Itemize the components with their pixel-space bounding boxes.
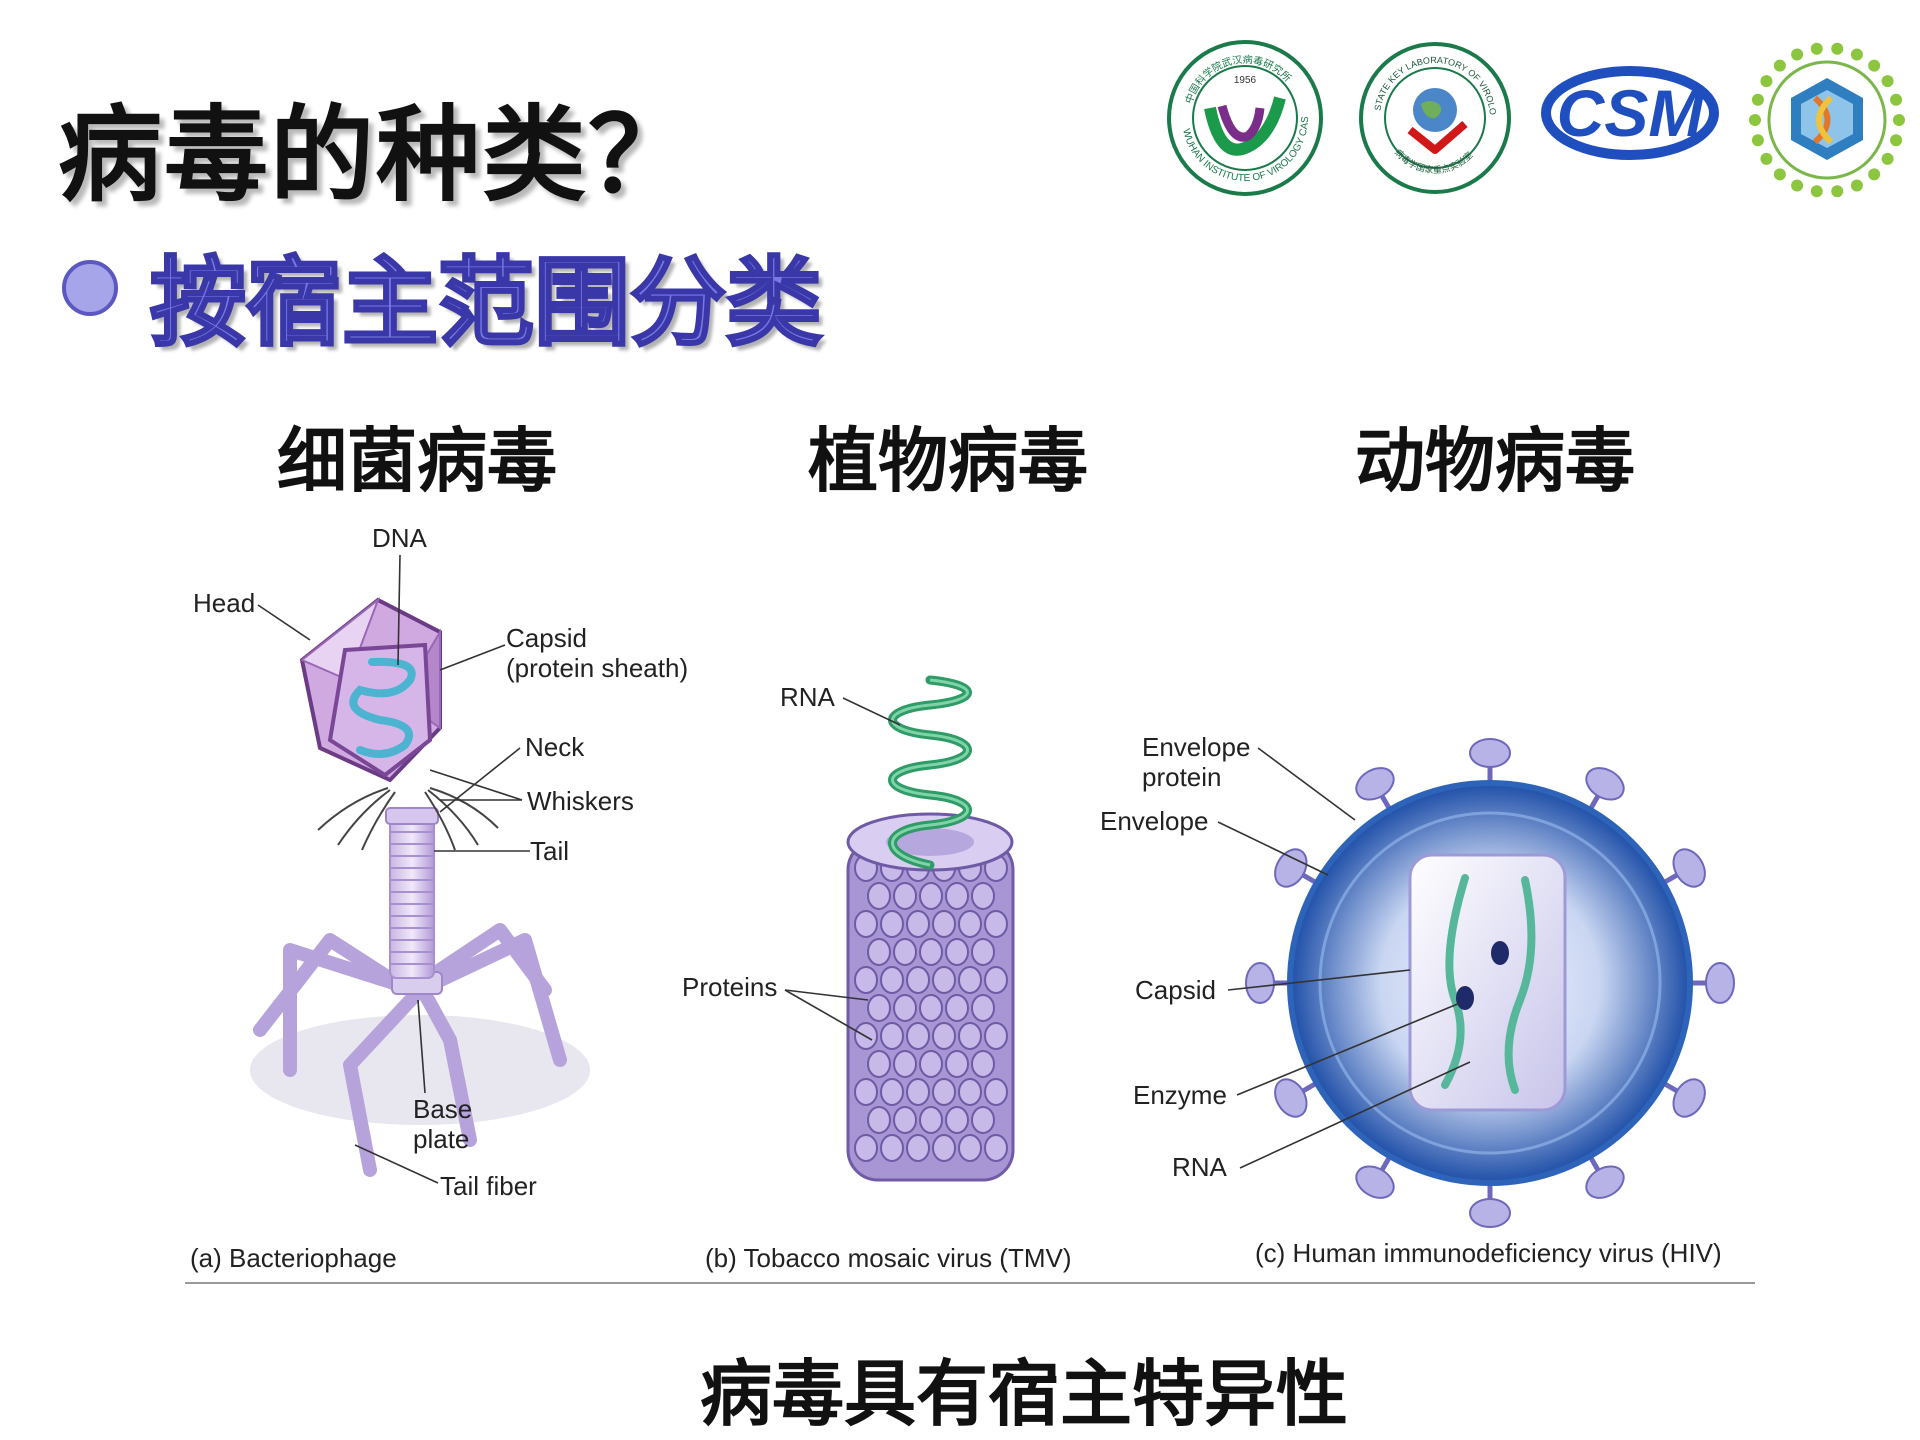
label-envelope: Envelope <box>1100 806 1208 836</box>
label-envelope-protein-2: protein <box>1142 762 1222 792</box>
label-tmv-rna: RNA <box>780 682 836 712</box>
label-neck: Neck <box>525 732 585 762</box>
label-hiv-rna: RNA <box>1172 1152 1228 1182</box>
label-dna: DNA <box>372 523 428 553</box>
label-capsid: Capsid <box>506 623 587 653</box>
hiv-illustration: Envelope protein Envelope Capsid Enzyme … <box>1100 732 1735 1268</box>
label-tail-fiber: Tail fiber <box>440 1171 537 1201</box>
label-whiskers: Whiskers <box>527 786 634 816</box>
category-animal-virus: 动物病毒 <box>1355 420 1635 502</box>
label-tail: Tail <box>530 836 569 866</box>
label-hiv-capsid: Capsid <box>1135 975 1216 1005</box>
wuhan-institute-logo: 中国科学院武汉病毒研究所 WUHAN INSTITUTE OF VIROLOGY… <box>1167 40 1323 196</box>
bullet-heading: 按宿主范围分类 <box>149 246 824 361</box>
caption-tmv: (b) Tobacco mosaic virus (TMV) <box>705 1243 1072 1273</box>
conclusion-text: 病毒具有宿主特异性 <box>700 1352 1349 1436</box>
tmv-illustration: RNA Proteins (b) Tobacco mosaic virus (T… <box>682 675 1072 1273</box>
label-plate: plate <box>413 1124 469 1154</box>
csm-logo: CSM <box>1541 66 1719 160</box>
label-head: Head <box>193 588 255 618</box>
caption-bacteriophage: (a) Bacteriophage <box>190 1243 397 1273</box>
slide-title: 病毒的种类？ <box>58 94 695 216</box>
label-protein-sheath: (protein sheath) <box>506 653 688 683</box>
dna-virus-logo <box>1749 42 1905 198</box>
category-plant-virus: 植物病毒 <box>808 420 1088 502</box>
category-bacterial-virus: 细菌病毒 <box>277 420 557 502</box>
csm-logo-text: CSM <box>1557 76 1706 150</box>
label-proteins: Proteins <box>682 972 777 1002</box>
label-envelope-protein-1: Envelope <box>1142 732 1250 762</box>
label-enzyme: Enzyme <box>1133 1080 1227 1110</box>
state-key-lab-logo: STATE KEY LABORATORY OF VIROLOGY 病毒学国家重点… <box>1355 38 1511 194</box>
caption-hiv: (c) Human immunodeficiency virus (HIV) <box>1255 1238 1722 1268</box>
bacteriophage-illustration: DNA Head Capsid (protein sheath) Neck Wh… <box>190 523 688 1273</box>
label-base: Base <box>413 1094 472 1124</box>
bullet-icon <box>62 260 118 316</box>
wuhan-logo-year: 1956 <box>1234 75 1257 86</box>
